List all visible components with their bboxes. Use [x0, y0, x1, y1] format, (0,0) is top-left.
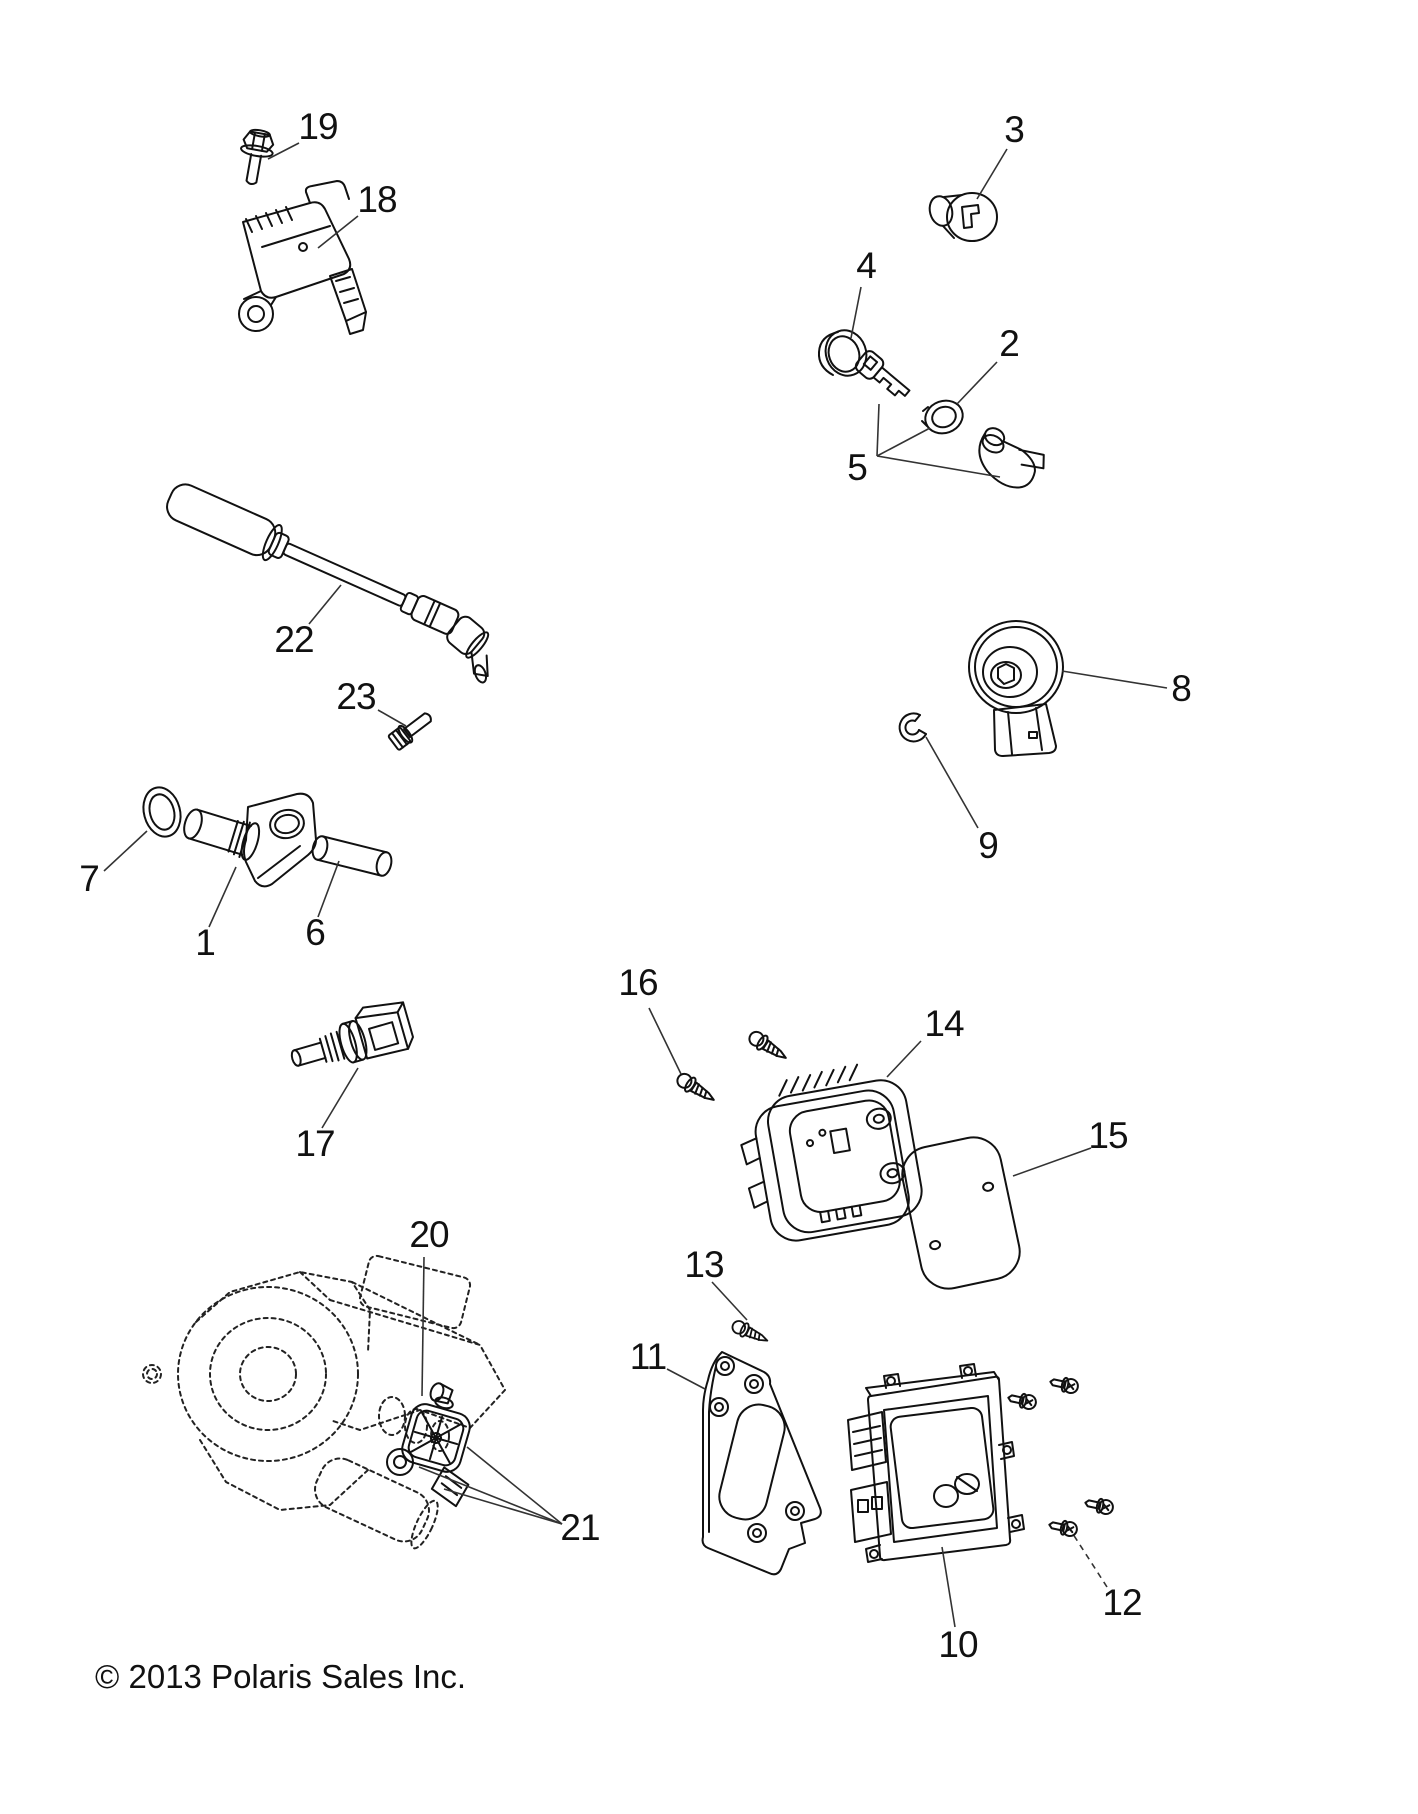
part-22-spark-plug-wire	[166, 483, 490, 684]
part-8-knock-sensor	[968, 620, 1064, 757]
part-16-screws	[673, 1027, 792, 1108]
leader-line-18	[317, 215, 359, 249]
leader-line-14	[886, 1040, 922, 1078]
leader-line-22	[308, 584, 342, 625]
part-19-flange-bolt	[240, 128, 275, 186]
leader-line-4	[850, 286, 862, 339]
part-14-controller-housing	[740, 1063, 923, 1242]
leader-line-1	[208, 866, 237, 928]
leader-lines	[103, 142, 1168, 1628]
leader-line-10	[941, 1546, 956, 1628]
leader-line-2	[956, 361, 998, 405]
part-15-cover-plate	[901, 1136, 1021, 1290]
part-18-map-sensor	[238, 180, 367, 335]
leader-line-5	[876, 403, 880, 457]
part-17-temp-sensor	[290, 1001, 414, 1067]
leader-line-6	[317, 860, 340, 918]
part-2-ring-nut	[921, 399, 964, 435]
leader-line-9	[925, 736, 979, 829]
leader-line-23	[377, 709, 407, 727]
leader-line-16	[648, 1007, 682, 1075]
part-21-tps-sensor	[386, 1382, 471, 1508]
part-20-throttle-body	[142, 1254, 506, 1550]
part-5-key	[854, 350, 911, 397]
leader-line-13	[711, 1281, 748, 1321]
part-6-pin	[311, 835, 393, 877]
leader-line-3	[976, 148, 1008, 200]
leader-line-19	[267, 142, 300, 160]
leader-line-17	[321, 1067, 359, 1129]
leader-line-7	[103, 830, 148, 872]
part-10-ecu	[847, 1363, 1025, 1563]
leader-line-21	[443, 1488, 563, 1525]
part-9-eclip	[898, 712, 927, 743]
part-5-socket	[978, 427, 1045, 489]
leader-line-21	[466, 1446, 563, 1525]
leader-line-5	[876, 427, 931, 457]
copyright-text: © 2013 Polaris Sales Inc.	[95, 1658, 467, 1695]
leader-line-15	[1012, 1147, 1092, 1177]
leader-line-11	[666, 1368, 706, 1390]
leader-line-8	[1061, 670, 1168, 689]
leader-line-20	[421, 1256, 425, 1397]
part-23-bolt	[387, 712, 432, 751]
leader-line-21	[418, 1466, 563, 1525]
part-1-crank-sensor	[183, 792, 317, 888]
part-7-oring	[142, 786, 182, 838]
part-13-screw	[729, 1317, 772, 1349]
part-3-ignition-switch	[928, 192, 998, 242]
part-4-cap	[817, 329, 868, 377]
part-12-screws	[1005, 1373, 1116, 1539]
part-11-bracket	[701, 1351, 822, 1576]
leader-line-12	[1070, 1530, 1108, 1588]
leader-line-5	[876, 455, 1001, 478]
